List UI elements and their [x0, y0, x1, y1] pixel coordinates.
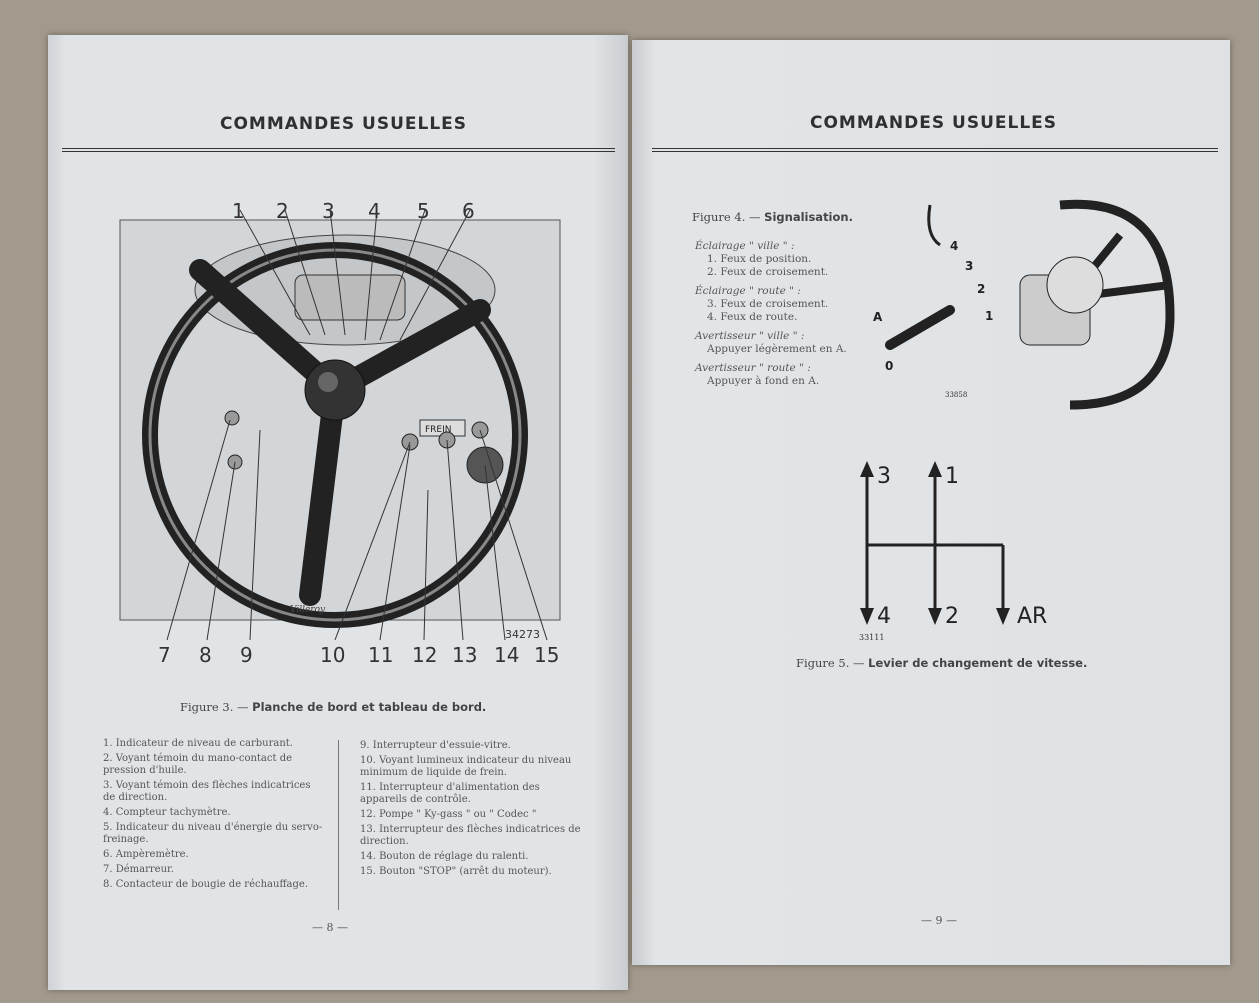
callout-13: 13 [452, 643, 477, 667]
pos-a: A [873, 310, 883, 324]
right-page [632, 40, 1230, 965]
legend-left: 1. Indicateur de niveau de carburant.2. … [103, 738, 323, 890]
callout-10: 10 [320, 643, 345, 667]
page-number-9: — 9 — [921, 914, 957, 927]
gear-3: 3 [877, 464, 891, 489]
callout-12: 12 [412, 643, 437, 667]
callout-1: 1 [232, 199, 245, 223]
figure-4-caption: Figure 4. — Signalisation. [692, 210, 853, 224]
left-header-rule [62, 148, 615, 152]
callout-8: 8 [199, 643, 212, 667]
right-header: COMMANDES USUELLES [810, 113, 1058, 133]
callout-15: 15 [534, 643, 559, 667]
callout-9: 9 [240, 643, 253, 667]
pos-1: 1 [985, 309, 993, 323]
pos-3: 3 [965, 259, 973, 273]
legend-divider [338, 740, 339, 910]
gear-1: 1 [945, 464, 959, 489]
right-header-rule [652, 148, 1218, 152]
pos-0: 0 [885, 359, 893, 373]
signalisation-text: Éclairage " ville " :1. Feux de position… [695, 240, 847, 387]
legend-right: 9. Interrupteur d'essuie-vitre.10. Voyan… [360, 740, 581, 877]
callout-6: 6 [462, 199, 475, 223]
gear-4: 4 [877, 604, 891, 629]
page-number-8: — 8 — [312, 921, 348, 934]
callout-2: 2 [276, 199, 289, 223]
gear-shift-diagram: 3 1 4 2 AR 33111 [859, 461, 1047, 642]
pos-4: 4 [950, 239, 958, 253]
callout-14: 14 [494, 643, 519, 667]
figure-3-caption: Figure 3. — Planche de bord et tableau d… [180, 700, 487, 714]
figure-ref: 34273 [505, 628, 540, 641]
figure-4-ref: 33858 [945, 391, 967, 399]
callout-4: 4 [368, 199, 381, 223]
callout-5: 5 [417, 199, 430, 223]
callout-7: 7 [158, 643, 171, 667]
gear-2: 2 [945, 604, 959, 629]
figure-5-ref: 33111 [859, 633, 884, 642]
frein-label: FREIN [425, 425, 452, 435]
signature: Villeroy [290, 605, 326, 615]
gear-reverse: AR [1017, 604, 1047, 629]
signal-lever-illustration: 4 3 2 1 A 0 33858 [873, 199, 1175, 410]
pos-2: 2 [977, 282, 985, 296]
callout-3: 3 [322, 199, 335, 223]
callout-11: 11 [368, 643, 393, 667]
dashboard-illustration: FREIN 1 2 3 4 5 6 7 8 9 10 11 12 13 14 1… [119, 199, 561, 667]
figure-5-caption: Figure 5. — Levier de changement de vite… [796, 656, 1088, 670]
left-header: COMMANDES USUELLES [220, 114, 468, 134]
